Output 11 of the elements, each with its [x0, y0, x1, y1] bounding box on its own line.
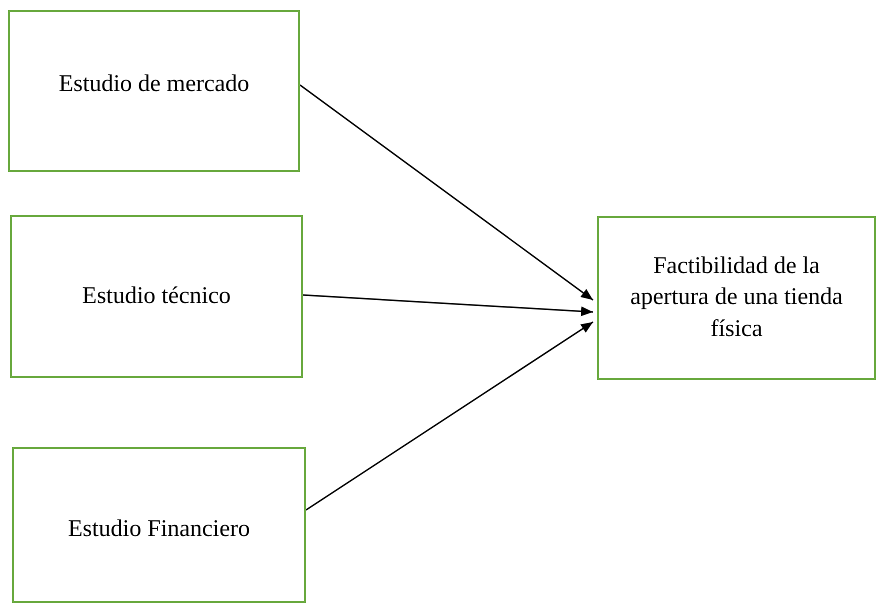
arrow	[302, 294, 594, 316]
arrow	[306, 321, 594, 511]
box-label: Estudio de mercado	[58, 70, 250, 100]
arrow	[300, 84, 594, 301]
box-label: Estudio Financiero	[68, 515, 250, 544]
process-box	[8, 10, 300, 172]
box-label: Factibilidad de la apertura de una tienda física	[629, 252, 844, 344]
box-label: Estudio técnico	[82, 282, 231, 311]
process-box	[10, 215, 303, 378]
process-box	[12, 447, 306, 603]
process-box	[597, 216, 876, 380]
